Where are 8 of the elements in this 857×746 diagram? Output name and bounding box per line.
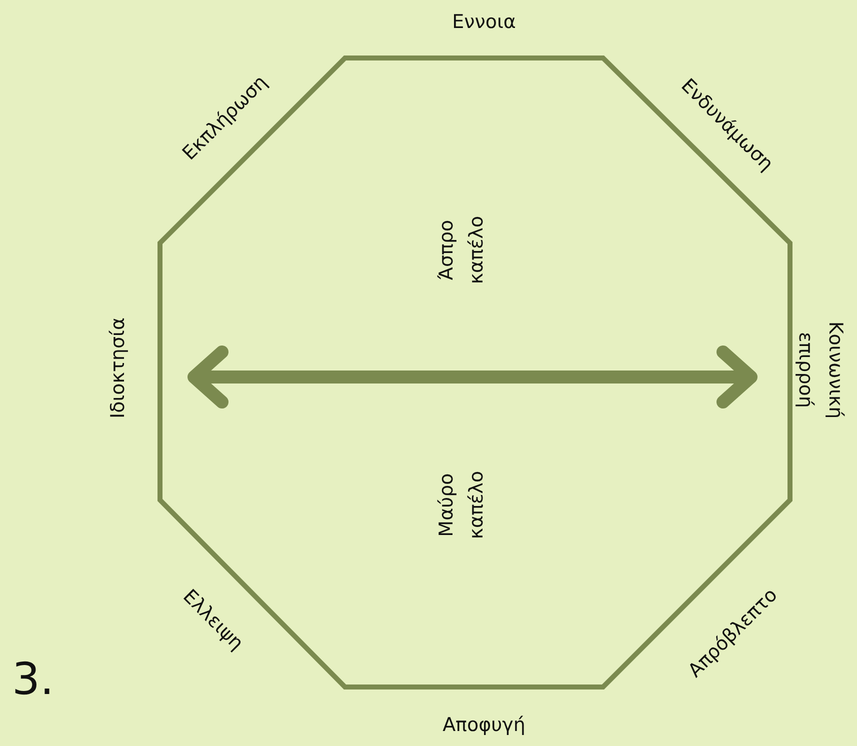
side-label: Εννοια	[452, 10, 516, 35]
side-label: Κοινωνική επιρροή	[793, 320, 848, 421]
hat-label: Μαύρο καπέλο	[434, 470, 489, 542]
octagon-shape	[157, 55, 793, 690]
step-number: 3.	[12, 656, 54, 704]
hat-label: Άσπρο καπέλο	[434, 214, 489, 286]
side-label: Αποφυγή	[442, 712, 526, 738]
side-label: Ιδιοκτησία	[106, 318, 130, 418]
